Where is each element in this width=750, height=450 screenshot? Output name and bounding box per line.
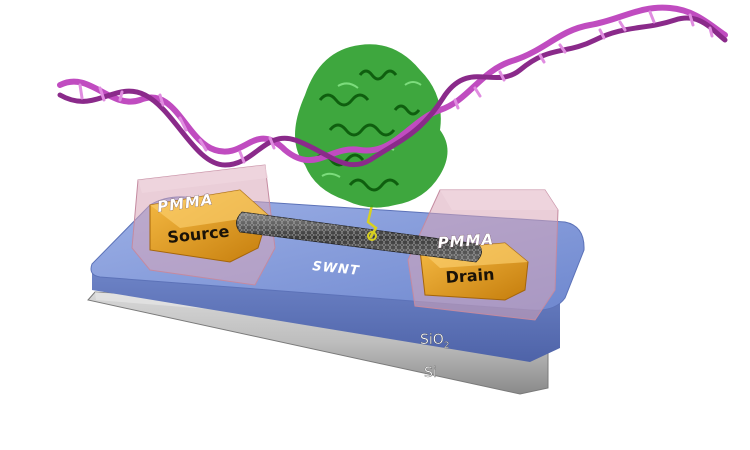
swnt-label: SWNT (312, 259, 361, 279)
dna-helix (57, 4, 728, 168)
sio2-label-subscript: 2 (444, 341, 450, 351)
sio2-label-main: SiO (420, 332, 444, 348)
pmma-left-top (138, 165, 268, 193)
dna-base-pairs (78, 10, 714, 164)
sio2-label: SiO2 (420, 332, 450, 351)
protein-helices (313, 69, 421, 192)
pmma-right-label: PMMA (437, 230, 495, 252)
protein-enzyme (295, 44, 448, 208)
nanotube-lattice (236, 212, 482, 262)
si-label: Si (424, 365, 437, 381)
dna-strand-b (57, 15, 728, 168)
linker-molecule (366, 204, 378, 241)
dna-strand-a (57, 4, 728, 164)
linker-ring (367, 231, 377, 241)
pmma-right-top (440, 190, 558, 210)
drain-label: Drain (445, 265, 495, 287)
nanotube (236, 211, 482, 263)
